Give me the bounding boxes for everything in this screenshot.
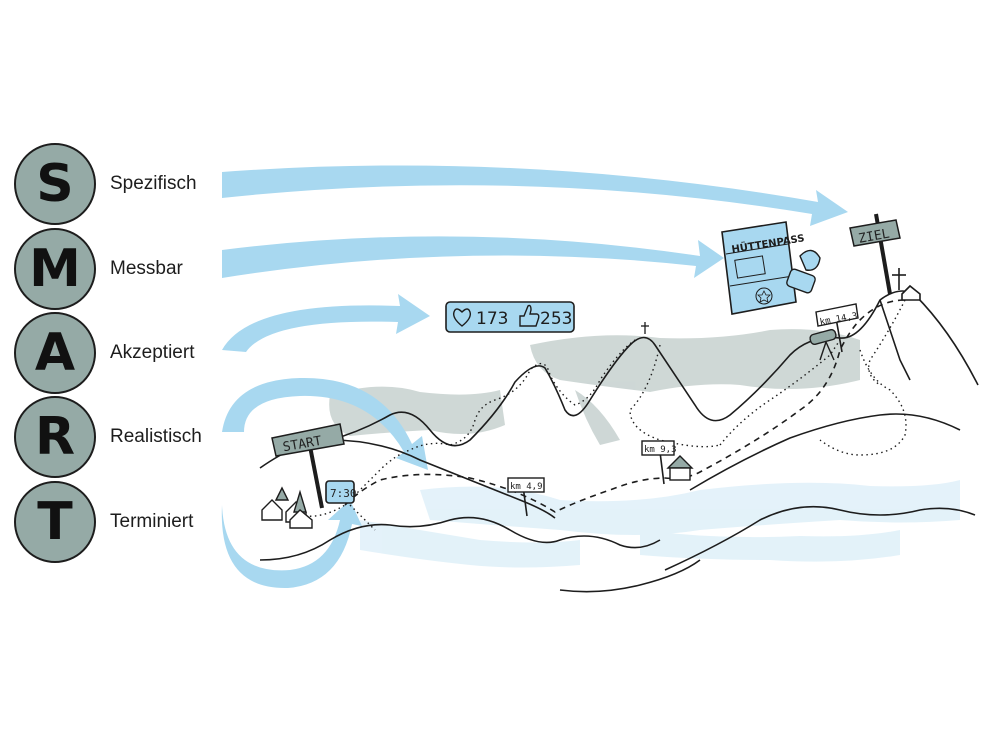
start-sign-label: START — [282, 434, 323, 456]
arrow-realistisch — [222, 377, 428, 470]
arrow-akzeptiert — [222, 294, 430, 352]
clock-time: 7:30 — [330, 487, 357, 500]
village — [261, 486, 313, 529]
ziel-sign: ZIEL — [849, 213, 901, 295]
smart-letter-r: R — [14, 396, 96, 478]
km-sign-1: km 4,9 — [507, 477, 545, 517]
huettenpass-booklet: HÜTTENPASS — [721, 221, 805, 315]
smart-letter-t: T — [14, 481, 96, 563]
smart-letter-a: A — [14, 312, 96, 394]
mist-wash — [329, 329, 860, 445]
mountain-outlines — [259, 290, 979, 593]
summit-cross-icon — [892, 268, 921, 301]
likes-count: 173 — [476, 309, 508, 329]
smart-term-akzeptiert: Akzeptiert — [110, 342, 195, 363]
smart-term-terminiert: Terminiert — [110, 511, 194, 532]
smart-letter-s: S — [14, 143, 96, 225]
arrow-messbar — [222, 236, 724, 278]
start-sign: START — [271, 423, 345, 509]
arrow-spezifisch — [222, 165, 848, 226]
smart-term-realistisch: Realistisch — [110, 426, 202, 447]
telescope-icon — [809, 329, 837, 361]
hut-icon — [666, 455, 694, 481]
arrow-terminiert — [221, 500, 362, 589]
snow-wash — [360, 480, 960, 568]
km-sign-1-label: km 4,9 — [510, 482, 543, 492]
smart-term-messbar: Messbar — [110, 258, 183, 279]
small-cross-icon — [641, 322, 649, 334]
thumbs-count: 253 — [540, 309, 572, 329]
alarm-clock-icon: 7:30 — [325, 480, 357, 504]
social-counter: 173 253 — [445, 301, 575, 333]
stamp-icon — [786, 249, 821, 294]
trail-dashed — [344, 299, 906, 513]
ziel-sign-label: ZIEL — [857, 227, 891, 247]
smart-term-spezifisch: Spezifisch — [110, 173, 197, 194]
km-sign-2-label: km 9,3 — [644, 445, 677, 455]
km-sign-2: km 9,3 — [641, 440, 677, 485]
smart-arrows — [221, 165, 848, 589]
smart-letter-m: M — [14, 228, 96, 310]
trail-dotted — [299, 299, 907, 531]
thumbs-up-icon — [519, 304, 540, 327]
heart-icon — [452, 308, 472, 327]
